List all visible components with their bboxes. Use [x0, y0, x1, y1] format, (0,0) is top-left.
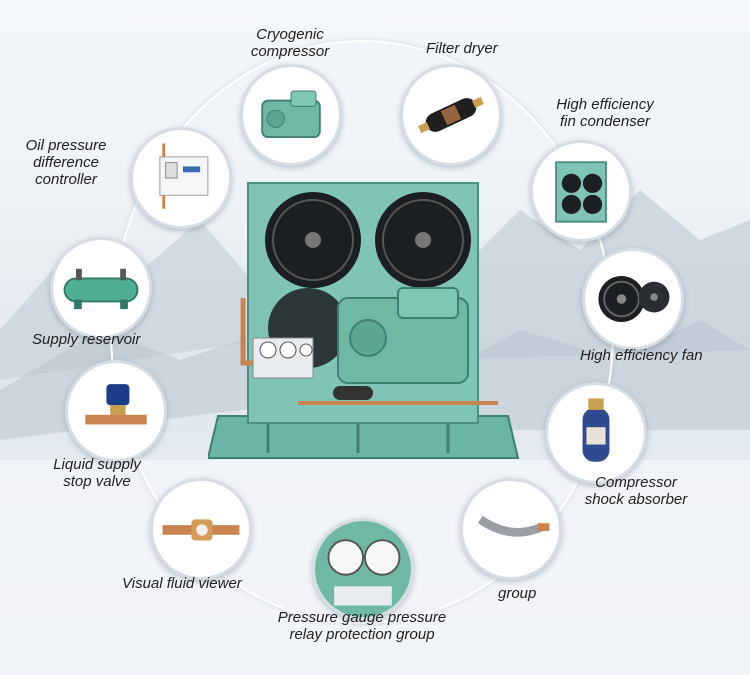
label-fluid-viewer: Visual fluid viewer — [122, 575, 242, 592]
shock-absorber-image — [545, 382, 647, 484]
label-gauge-group: Pressure gauge pressure relay protection… — [277, 609, 447, 643]
group-hose-image — [460, 478, 562, 580]
filter-dryer-image — [400, 64, 502, 166]
label-fin-condenser: High efficiency fin condenser — [556, 96, 654, 130]
supply-reservoir-image — [50, 237, 152, 339]
condensing-unit — [206, 178, 523, 468]
efficiency-fan-image — [582, 248, 684, 350]
oil-pressure-controller-image — [130, 127, 232, 229]
label-group: group — [498, 585, 537, 602]
gauge-group-image — [312, 518, 414, 620]
fan-left — [265, 192, 361, 288]
fan-right — [375, 192, 471, 288]
label-oil-pressure: Oil pressure difference controller — [25, 137, 107, 188]
label-cryogenic-compressor: Cryogenic compressor — [250, 26, 330, 60]
fin-condenser-image — [530, 140, 632, 242]
label-liquid-valve: Liquid supply stop valve — [53, 456, 141, 490]
label-efficiency-fan: High efficiency fan — [580, 347, 703, 364]
liquid-valve-image — [65, 360, 167, 462]
fluid-viewer-image — [150, 478, 252, 580]
label-supply-reservoir: Supply reservoir — [32, 331, 141, 348]
cryogenic-compressor-image — [240, 64, 342, 166]
label-filter-dryer: Filter dryer — [426, 40, 498, 57]
label-shock-absorber: Compressor shock absorber — [584, 474, 688, 508]
